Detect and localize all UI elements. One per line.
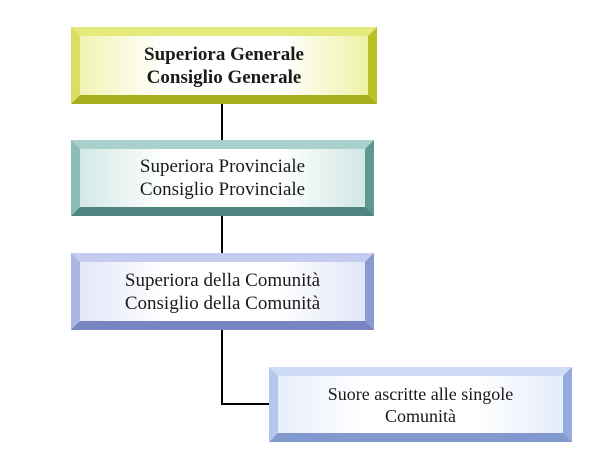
box-superiora-provinciale: Superiora Provinciale Consiglio Provinci… <box>71 140 374 216</box>
box-community-line1: Superiora della Comunità <box>124 269 321 291</box>
box-sisters-line1: Suore ascritte alle singole <box>327 383 514 404</box>
box-general-line2: Consiglio Generale <box>146 66 302 88</box>
box-suore-ascritte: Suore ascritte alle singole Comunità <box>269 367 572 442</box>
connector-community-sisters <box>221 330 269 405</box>
box-provincial-line1: Superiora Provinciale <box>139 156 306 177</box>
box-superiora-generale: Superiora Generale Consiglio Generale <box>71 27 377 104</box>
box-provincial-line2: Consiglio Provinciale <box>139 179 306 200</box>
box-superiora-comunita: Superiora della Comunità Consiglio della… <box>71 253 374 330</box>
box-general-line1: Superiora Generale <box>144 43 304 65</box>
box-sisters-line2: Comunità <box>385 405 456 426</box>
box-community-line2: Consiglio della Comunità <box>124 292 321 314</box>
